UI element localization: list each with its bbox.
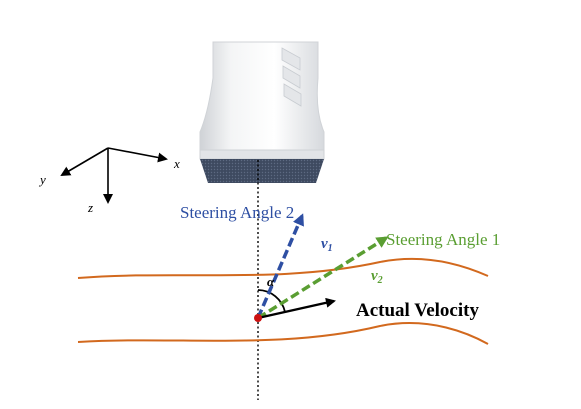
actual-velocity-label: Actual Velocity [356,300,479,321]
v2-symbol: v [371,268,378,284]
v2-subscript: 2 [377,275,383,286]
steering-angle-1-arrow [257,236,389,320]
coordinate-axes [60,147,168,204]
ultrasound-probe-icon [199,41,325,183]
axis-x-label: x [173,156,180,171]
axis-y-label: y [38,172,46,187]
v1-symbol: v [321,236,328,252]
steering-angle-2-label: Steering Angle 2 [180,203,294,222]
steering-angle-2-arrow [256,213,304,319]
v1-subscript: 1 [328,243,333,254]
actual-velocity-arrow [257,297,336,320]
alpha-label: α [267,274,275,289]
v2-label: v2 [371,268,383,286]
steering-angle-1-label: Steering Angle 1 [386,230,500,249]
v1-label: v1 [321,236,333,254]
vessel-wall-upper [77,257,489,279]
vessel-wall-lower [77,322,489,345]
alpha-angle-arc [257,289,286,313]
axis-z-label: z [87,200,93,215]
scatterer-point-icon [254,314,262,322]
